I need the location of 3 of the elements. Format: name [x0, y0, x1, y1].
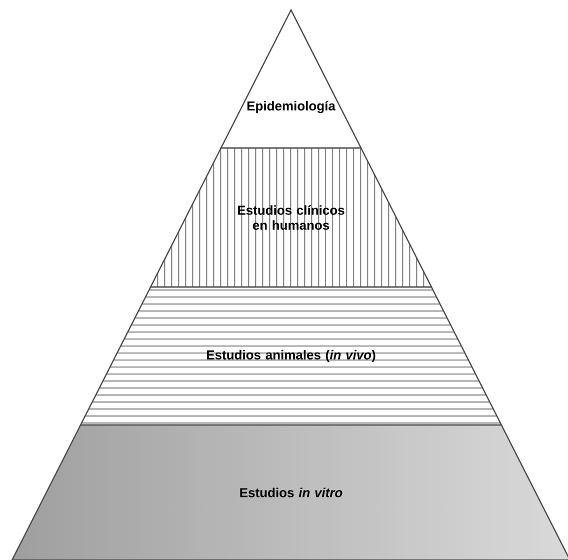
pyramid-band: Estudios in vitro — [11, 424, 568, 560]
pyramid-band: Estudios clínicos en humanos — [150, 147, 432, 288]
pyramid-band: Estudios animales (in vivo) — [80, 286, 502, 426]
